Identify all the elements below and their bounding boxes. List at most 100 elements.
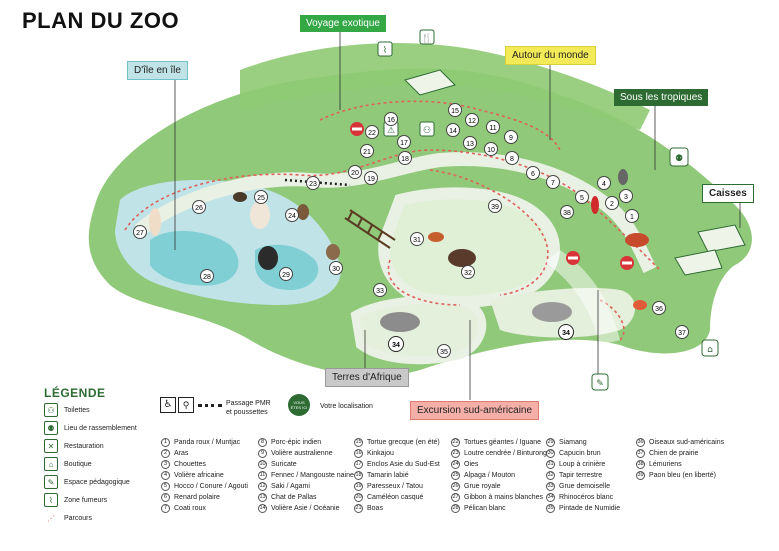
animal-name: Grue demoiselle bbox=[559, 483, 610, 490]
you-are-here-marker: VOUS ÊTES ICI bbox=[288, 394, 310, 416]
svg-text:15: 15 bbox=[451, 108, 459, 115]
animal-name: Volière africaine bbox=[174, 472, 224, 479]
animal-name: Porc-épic indien bbox=[271, 439, 322, 446]
animal-name: Volière australienne bbox=[271, 450, 333, 457]
restaurant-icon: ✕ bbox=[44, 439, 58, 453]
animal-number: 6 bbox=[161, 493, 170, 502]
svg-text:13: 13 bbox=[466, 141, 474, 148]
svg-text:✎: ✎ bbox=[596, 379, 604, 389]
animal-number: 39 bbox=[636, 471, 645, 480]
education-icon: ✎ bbox=[44, 475, 58, 489]
zone-label-tropiques: Sous les tropiques bbox=[614, 89, 709, 106]
zone-label-monde: Autour du monde bbox=[505, 46, 596, 65]
animal-number: 26 bbox=[451, 482, 460, 491]
animal-number: 10 bbox=[258, 460, 267, 469]
zone-label-caisses: Caisses bbox=[702, 184, 754, 203]
animal-name: Gibbon à mains blanches bbox=[464, 494, 543, 501]
animal-name: Caméléon casqué bbox=[367, 494, 424, 501]
zone-leaders bbox=[174, 28, 741, 400]
svg-text:34: 34 bbox=[392, 342, 400, 349]
africa-area bbox=[350, 295, 487, 365]
animal-name: Rhinocéros blanc bbox=[559, 494, 614, 501]
animal-number: 5 bbox=[161, 482, 170, 491]
animal-name: Grue royale bbox=[464, 483, 501, 490]
animal-name: Loutre cendrée / Binturong bbox=[464, 450, 547, 457]
animal-name: Kinkajou bbox=[367, 450, 394, 457]
animal-name: Capucin brun bbox=[559, 450, 601, 457]
svg-text:16: 16 bbox=[387, 117, 395, 124]
legend-item-restaurant: ✕ Restauration bbox=[44, 439, 104, 453]
animal-name: Tortues géantes / Iguane bbox=[464, 439, 542, 446]
svg-text:17: 17 bbox=[400, 140, 408, 147]
svg-text:⚠: ⚠ bbox=[387, 126, 395, 136]
svg-text:⚉: ⚉ bbox=[675, 154, 683, 164]
svg-text:39: 39 bbox=[491, 204, 499, 211]
no-entry-sign bbox=[350, 122, 634, 270]
pmr-label: Passage PMR et poussettes bbox=[226, 400, 271, 416]
animal-name: Loup à crinière bbox=[559, 461, 606, 468]
legend-item-route: ⋰ Parcours bbox=[44, 511, 92, 525]
legend-item-smoking: ⌇ Zone fumeurs bbox=[44, 493, 107, 507]
animal-number: 12 bbox=[258, 482, 267, 491]
animal-name: Pélican blanc bbox=[464, 505, 506, 512]
animal-name: Tamarin labié bbox=[367, 472, 409, 479]
svg-text:5: 5 bbox=[580, 195, 584, 202]
bridge bbox=[344, 209, 396, 249]
building-entrance bbox=[404, 69, 746, 276]
svg-text:6: 6 bbox=[531, 171, 535, 178]
animal-number: 19 bbox=[354, 482, 363, 491]
svg-text:2: 2 bbox=[610, 201, 614, 208]
location-label: Votre localisation bbox=[320, 403, 373, 410]
svg-text:35: 35 bbox=[440, 349, 448, 356]
lake-inner bbox=[150, 230, 239, 286]
legend-item-toilets: ⚇ Toilettes bbox=[44, 403, 90, 417]
animal-number: 29 bbox=[546, 438, 555, 447]
svg-text:4: 4 bbox=[602, 181, 606, 188]
svg-text:21: 21 bbox=[363, 149, 371, 156]
pmr-passage bbox=[284, 178, 351, 187]
animal-name: Pintade de Numidie bbox=[559, 505, 621, 512]
animal-index-item: 28 Pélican blanc bbox=[451, 503, 547, 514]
zone-label-exotique: Voyage exotique bbox=[300, 15, 386, 32]
svg-text:10: 10 bbox=[487, 147, 495, 154]
svg-text:28: 28 bbox=[203, 274, 211, 281]
zoo-grounds-top bbox=[240, 43, 650, 130]
svg-text:32: 32 bbox=[464, 270, 472, 277]
animal-number: 28 bbox=[451, 504, 460, 513]
svg-text:8: 8 bbox=[510, 156, 514, 163]
facility-glyphs: 🍴 ⌇ ⚠ ⚇ ⚉ ⌂ ✎ bbox=[383, 32, 713, 389]
animal-name: Hocco / Conure / Agouti bbox=[174, 483, 248, 490]
animal-number: 23 bbox=[451, 449, 460, 458]
animal-number: 3 bbox=[161, 460, 170, 469]
animal-name: Aras bbox=[174, 450, 189, 457]
animal-number: 8 bbox=[258, 438, 267, 447]
animal-name: Fennec / Mangouste naine bbox=[271, 472, 354, 479]
zone-label-sudam: Excursion sud-américaine bbox=[410, 401, 540, 420]
svg-text:11: 11 bbox=[489, 125, 496, 132]
svg-text:🍴: 🍴 bbox=[421, 32, 432, 44]
legend-title: LÉGENDE bbox=[44, 386, 106, 400]
animal-number: 31 bbox=[546, 460, 555, 469]
